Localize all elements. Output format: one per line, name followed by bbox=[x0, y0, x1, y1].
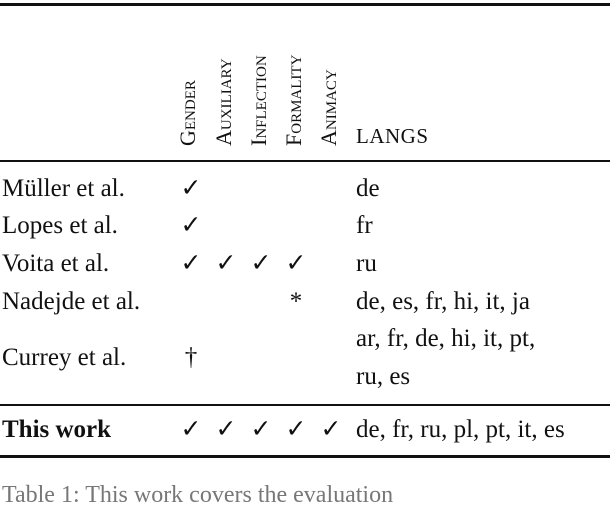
mark-gender: † bbox=[184, 344, 198, 371]
row-name: Currey et al. bbox=[2, 344, 127, 371]
row-name: Voita et al. bbox=[2, 250, 110, 277]
col-header-langs: LANGS bbox=[356, 124, 429, 148]
row-langs-line1: ar, fr, de, hi, it, pt, bbox=[356, 325, 536, 352]
col-header-gender: Gender bbox=[175, 80, 200, 146]
mark-gender: ✓ bbox=[180, 416, 202, 443]
this-work-langs: de, fr, ru, pl, pt, it, es bbox=[356, 416, 565, 443]
col-header-animacy: Animacy bbox=[316, 69, 341, 146]
col-header-auxiliary: Auxiliary bbox=[211, 58, 236, 146]
row-langs: de, es, fr, hi, it, ja bbox=[356, 288, 530, 315]
mark-gender: ✓ bbox=[180, 212, 202, 239]
row-langs: ru bbox=[356, 250, 377, 277]
row-langs-line2: ru, es bbox=[356, 363, 411, 390]
row-name: Lopes et al. bbox=[2, 212, 118, 239]
mark-auxiliary: ✓ bbox=[215, 250, 237, 277]
row-langs: de bbox=[356, 175, 380, 202]
mark-formality: ✓ bbox=[285, 416, 307, 443]
row-langs: fr bbox=[356, 212, 373, 239]
mark-formality: * bbox=[289, 288, 303, 315]
col-header-inflection: Inflection bbox=[246, 55, 271, 146]
row-name: Nadejde et al. bbox=[2, 288, 141, 315]
col-header-formality: Formality bbox=[281, 54, 306, 146]
top-rule bbox=[0, 3, 610, 6]
mark-gender: ✓ bbox=[180, 250, 202, 277]
separator-rule bbox=[0, 404, 610, 406]
this-work-name: This work bbox=[2, 416, 112, 443]
mark-gender: ✓ bbox=[180, 175, 202, 202]
mark-inflection: ✓ bbox=[250, 416, 272, 443]
table-caption: Table 1: This work covers the evaluation bbox=[2, 482, 394, 508]
bottom-rule bbox=[0, 455, 610, 458]
row-name: Müller et al. bbox=[2, 175, 125, 202]
mark-auxiliary: ✓ bbox=[215, 416, 237, 443]
mark-formality: ✓ bbox=[285, 250, 307, 277]
header-rule bbox=[0, 160, 610, 162]
mark-inflection: ✓ bbox=[250, 250, 272, 277]
mark-animacy: ✓ bbox=[320, 416, 342, 443]
